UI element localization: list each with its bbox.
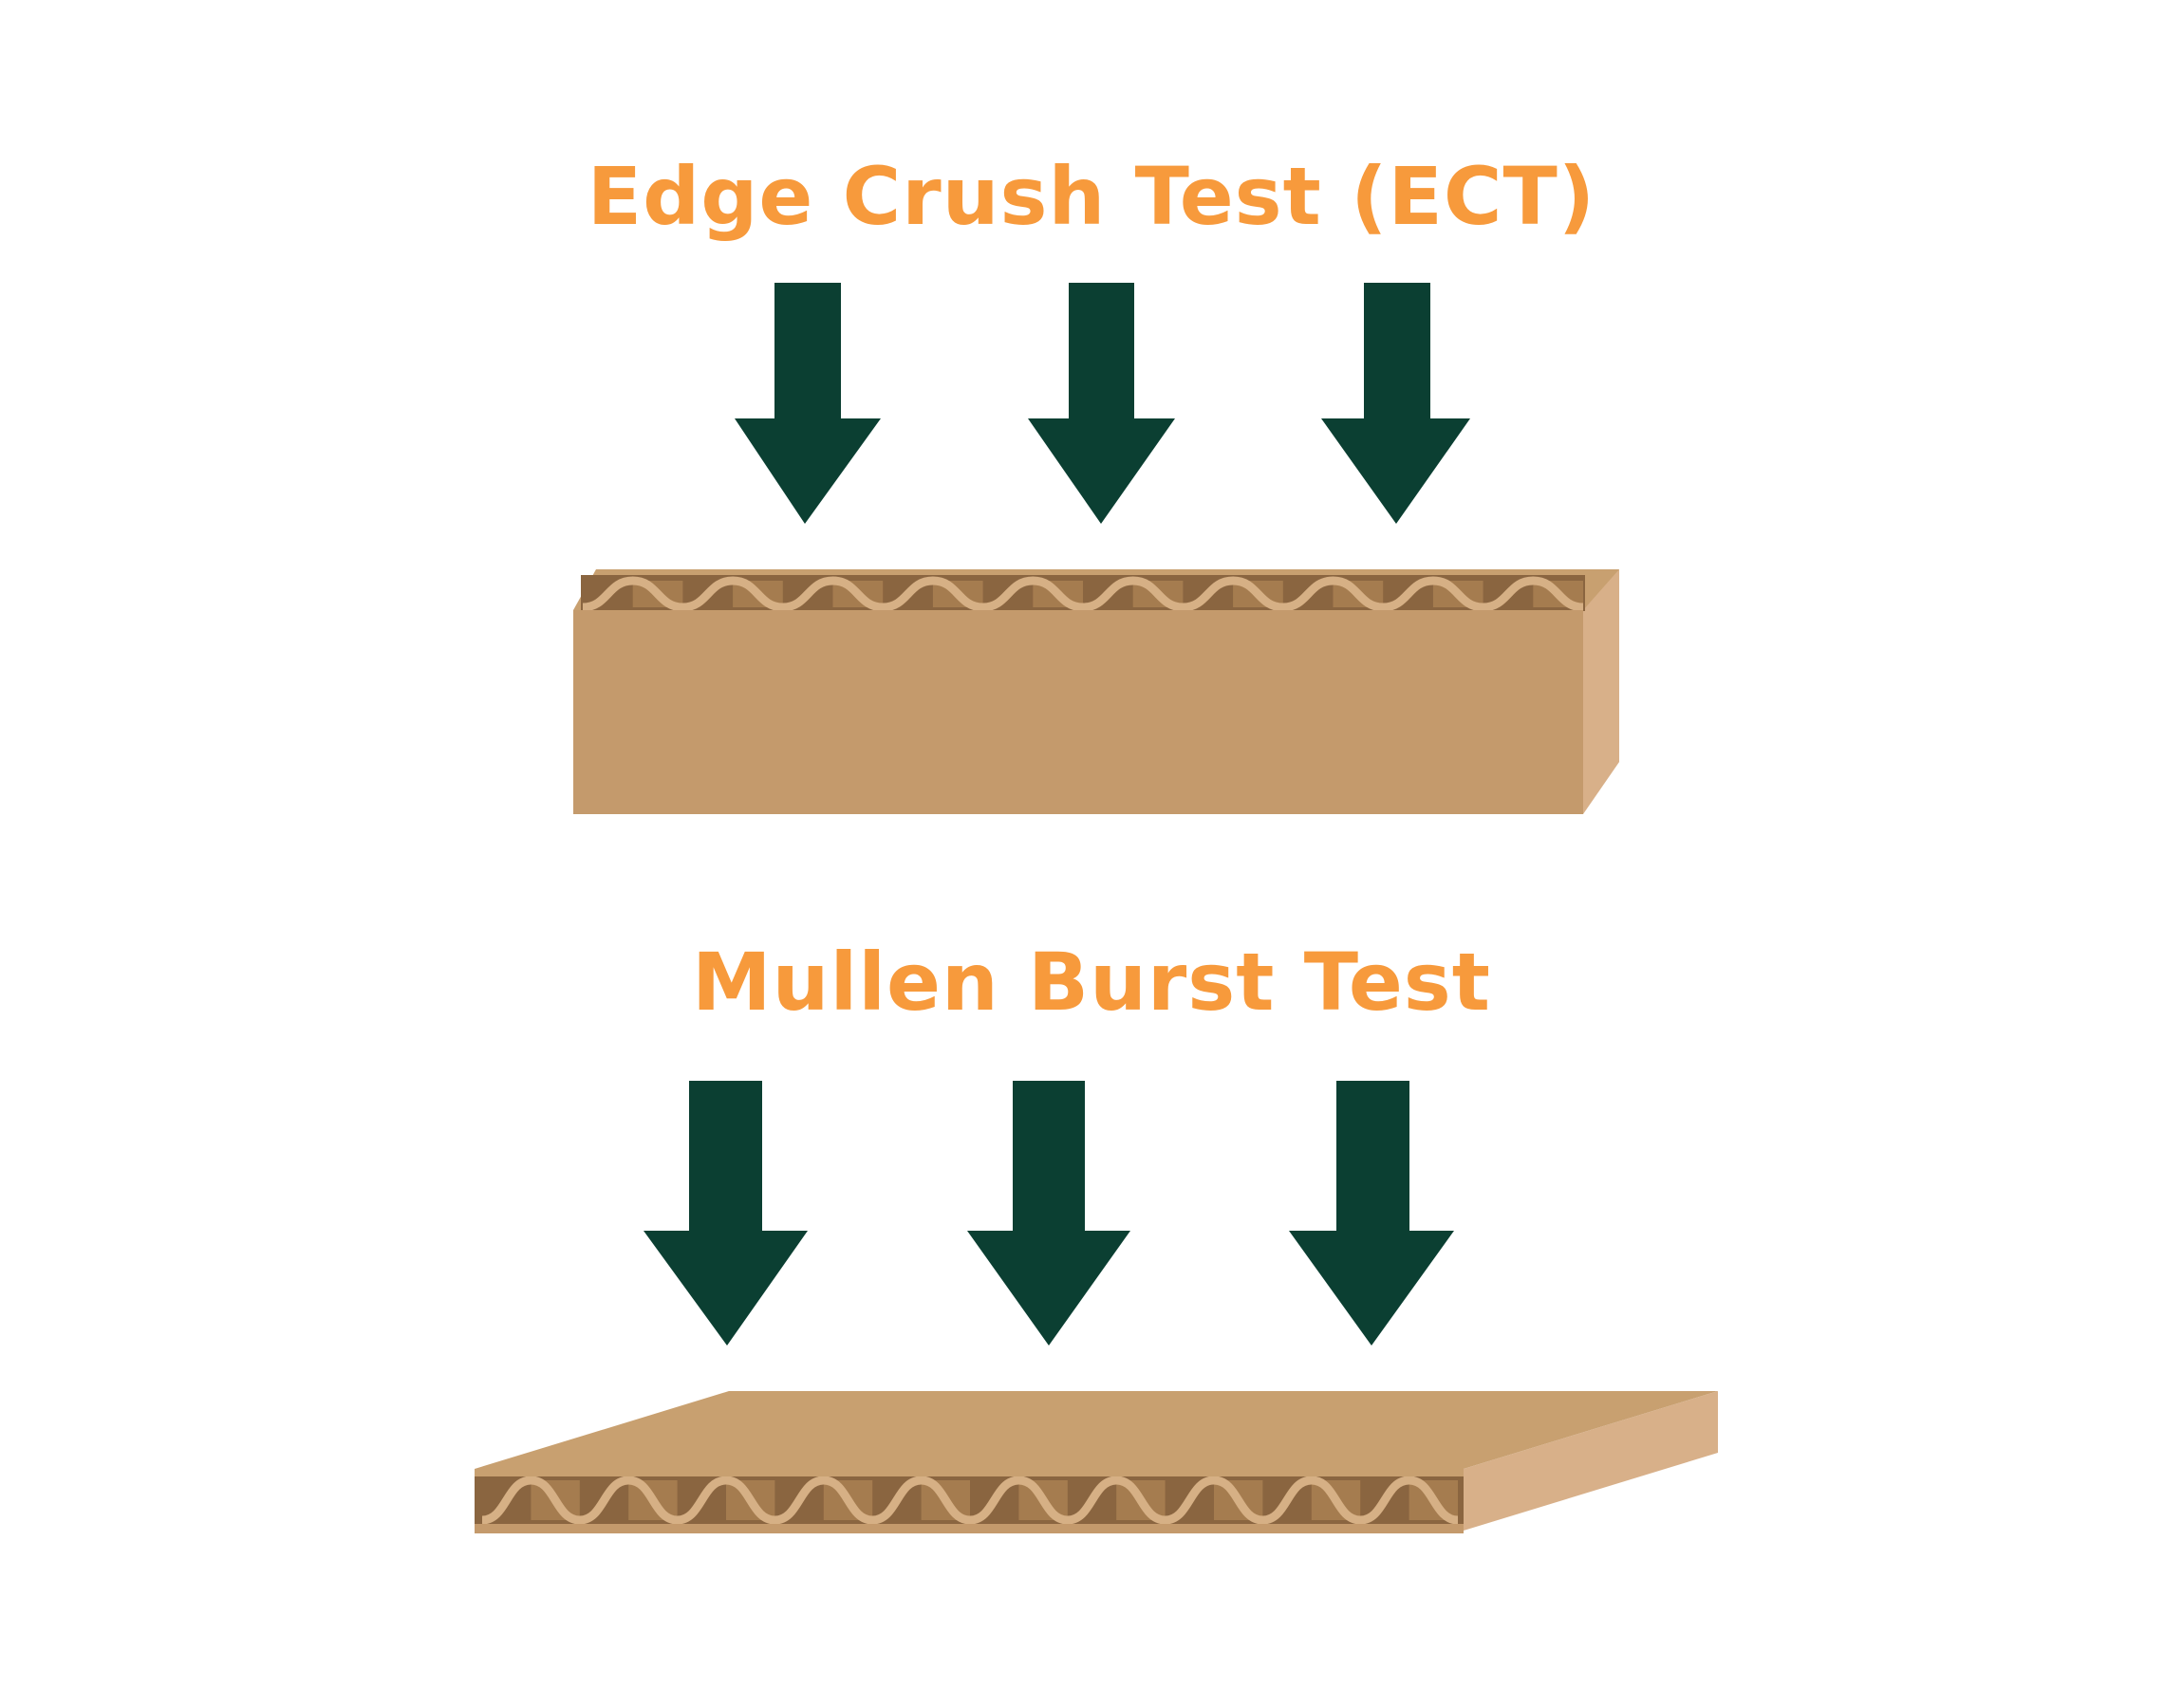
ect-flute-wave bbox=[582, 576, 1584, 612]
ect-cardboard-side bbox=[1583, 569, 1619, 814]
mullen-arrows bbox=[644, 1081, 1454, 1346]
mullen-cardboard-side bbox=[1464, 1391, 1718, 1531]
ect-arrows bbox=[735, 283, 1470, 524]
ect-cardboard-face bbox=[573, 610, 1583, 814]
down-arrow-icon bbox=[644, 1081, 808, 1346]
mullen-top-liner bbox=[475, 1469, 1464, 1476]
down-arrow-icon bbox=[1289, 1081, 1454, 1346]
mullen-cardboard-sheet bbox=[475, 1391, 1718, 1533]
mullen-bottom-liner bbox=[475, 1524, 1464, 1533]
ect-title: Edge Crush Test (ECT) bbox=[587, 150, 1596, 243]
mullen-cardboard-top bbox=[475, 1391, 1718, 1469]
ect-flutes bbox=[582, 576, 1584, 612]
down-arrow-icon bbox=[1321, 283, 1470, 524]
down-arrow-icon bbox=[1028, 283, 1175, 524]
mullen-flutes bbox=[481, 1476, 1459, 1525]
mullen-title: Mullen Burst Test bbox=[692, 936, 1491, 1029]
down-arrow-icon bbox=[735, 283, 881, 524]
mullen-flute-wave bbox=[481, 1476, 1459, 1525]
down-arrow-icon bbox=[967, 1081, 1130, 1346]
ect-cardboard-block bbox=[573, 569, 1619, 814]
